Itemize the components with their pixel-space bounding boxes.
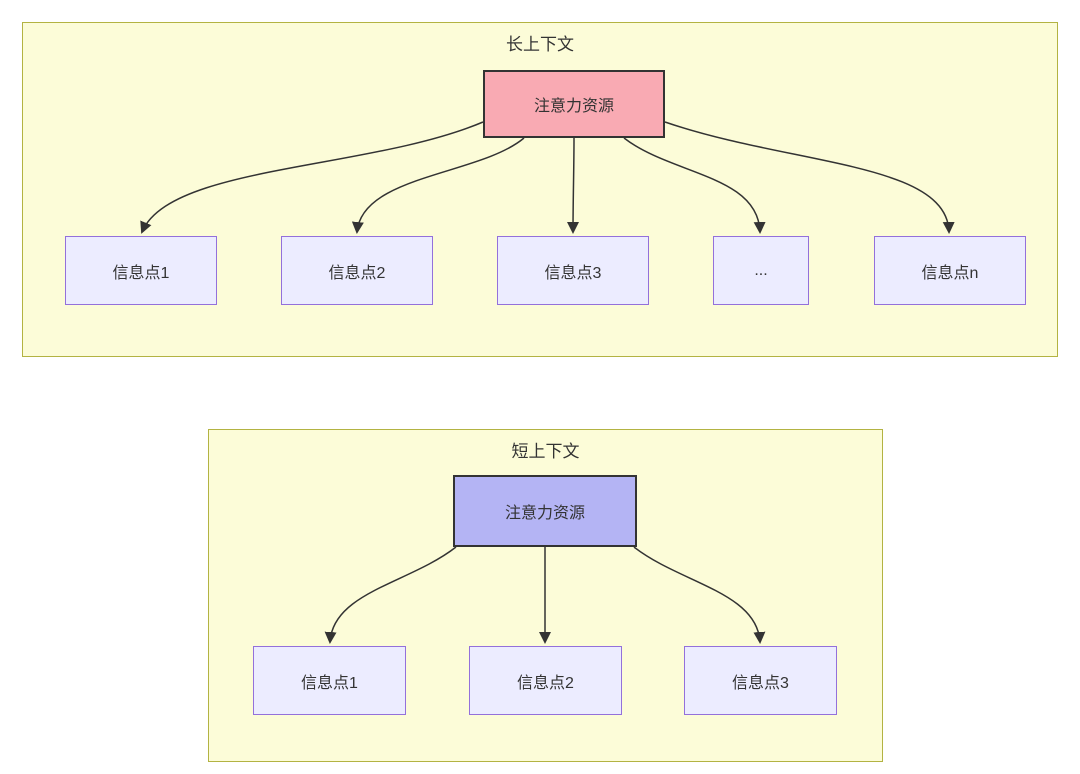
node-label: 注意力资源 <box>504 505 585 522</box>
node-label: 注意力资源 <box>533 98 614 115</box>
long-info-node-1: 信息点1 <box>65 236 217 305</box>
long-context-title: 长上下文 <box>506 35 574 54</box>
long-info-node-3: 信息点3 <box>497 236 649 305</box>
long-info-node-n: 信息点n <box>874 236 1026 305</box>
long-info-node-ellipsis: ... <box>713 236 809 305</box>
node-label: 信息点n <box>921 264 979 282</box>
short-info-node-1: 信息点1 <box>253 646 406 715</box>
short-info-node-3: 信息点3 <box>684 646 837 715</box>
node-label: 信息点3 <box>544 264 602 282</box>
node-label: 信息点1 <box>301 674 358 692</box>
long-info-node-2: 信息点2 <box>281 236 433 305</box>
node-label: ... <box>754 261 768 279</box>
short-context-title: 短上下文 <box>511 442 580 461</box>
node-label: 信息点3 <box>732 674 789 692</box>
node-label: 信息点1 <box>112 264 170 282</box>
short-attention-resource-node: 注意力资源 <box>453 475 637 547</box>
short-info-node-2: 信息点2 <box>469 646 622 715</box>
node-label: 信息点2 <box>517 674 574 692</box>
long-attention-resource-node: 注意力资源 <box>483 70 665 138</box>
node-label: 信息点2 <box>328 264 386 282</box>
